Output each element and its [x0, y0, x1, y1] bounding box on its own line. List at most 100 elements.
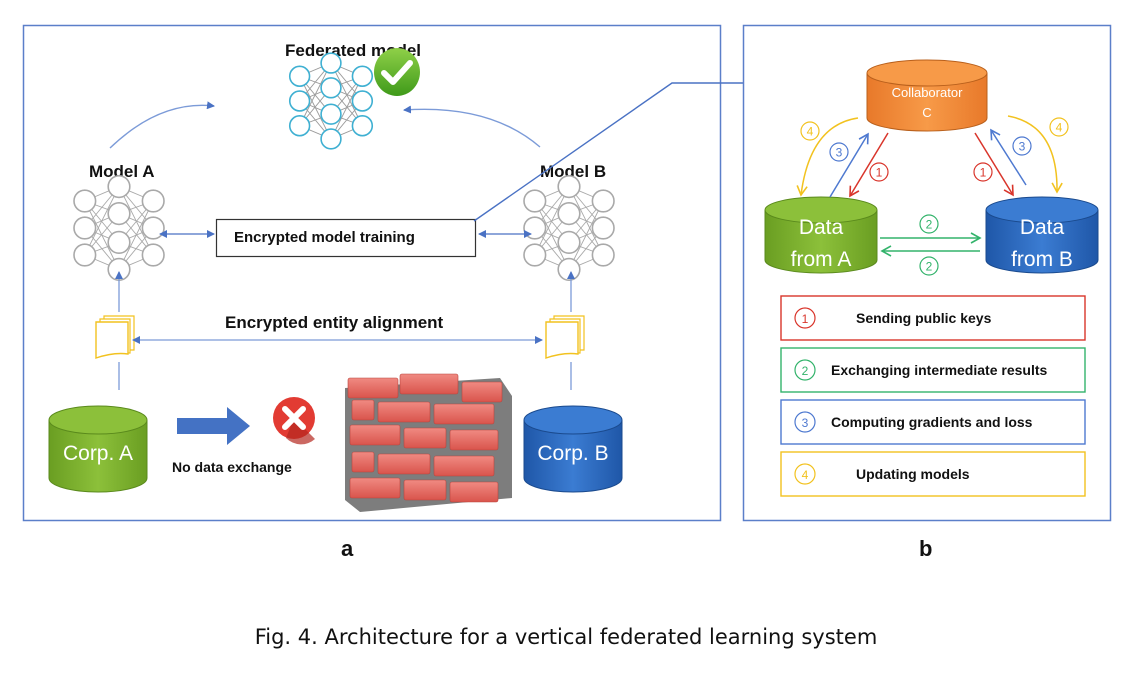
nn-node — [557, 202, 581, 226]
data-from-a-database-icon: Data from A — [764, 196, 878, 274]
brick — [461, 381, 503, 403]
zoom-connector-line — [473, 82, 743, 222]
encrypted-model-training-label: Encrypted model training — [234, 229, 415, 246]
legend-number: 3 — [802, 416, 809, 430]
svg-text:3: 3 — [1019, 140, 1026, 154]
svg-text:2: 2 — [926, 218, 933, 232]
brick — [349, 477, 401, 499]
nn-link — [118, 200, 154, 270]
step-1-arrow-right — [974, 132, 1014, 197]
nn-node — [107, 202, 131, 226]
step-4-marker-right: 4 — [1049, 117, 1069, 137]
step-3-marker-left: 3 — [829, 142, 849, 162]
brick — [377, 453, 431, 475]
federated-neural-network-icon — [288, 52, 374, 150]
collaborator-label-line1: Collaborator — [892, 85, 963, 100]
legend-number: 1 — [802, 312, 809, 326]
data-from-b-line1: Data — [1020, 216, 1065, 239]
nn-node — [320, 52, 342, 74]
nn-link — [299, 62, 332, 126]
legend-box — [780, 295, 1086, 341]
brick — [433, 455, 495, 477]
step-4-arrow-right — [1007, 115, 1063, 194]
nn-node — [523, 189, 547, 213]
model-b-neural-network-icon — [523, 175, 615, 282]
panel-b: Collaborator C Data from A Data from B 4… — [742, 24, 1112, 561]
legend-item: 1 Sending public keys — [780, 295, 1086, 341]
brick — [351, 399, 375, 421]
legend-number: 2 — [802, 364, 809, 378]
legend-number: 4 — [802, 468, 809, 482]
nn-link — [84, 186, 120, 256]
step-legend: 1 Sending public keys 2 Exchanging intermed… — [780, 295, 1086, 497]
step-3-marker-right: 3 — [1012, 136, 1032, 156]
nn-node — [320, 128, 342, 150]
nn-node — [351, 65, 374, 87]
nn-node — [73, 189, 97, 213]
svg-text:2: 2 — [926, 260, 933, 274]
nn-node — [141, 189, 165, 213]
step-2-marker-top: 2 — [919, 214, 939, 234]
nn-link — [330, 76, 363, 140]
legend-number-marker — [794, 411, 816, 433]
panel-a: Federated model Model A Model B Encrypte… — [22, 24, 743, 561]
figure-caption: Fig. 4. Architecture for a vertical fede… — [255, 625, 878, 649]
data-flow-block-arrow-icon — [177, 407, 250, 445]
data-from-b-database-icon: Data from B — [985, 196, 1099, 274]
legend-box — [780, 347, 1086, 393]
nn-node — [73, 216, 97, 240]
legend-text: Exchanging intermediate results — [831, 362, 1047, 378]
nn-node — [591, 216, 615, 240]
nn-link — [534, 186, 570, 256]
nn-node — [591, 189, 615, 213]
brick — [403, 427, 447, 449]
corp-b-database-icon: Corp. B — [523, 405, 623, 493]
legend-box — [780, 451, 1086, 497]
step-2-marker-bottom: 2 — [919, 256, 939, 276]
nn-node — [557, 175, 581, 199]
step-4-arrow-left — [796, 117, 859, 197]
step-1-marker-right: 1 — [973, 162, 993, 182]
brick — [399, 373, 459, 395]
corp-a-database-icon: Corp. A — [48, 405, 148, 493]
model-a-neural-network-icon — [73, 175, 165, 282]
model-a-to-federated-arrow — [109, 101, 215, 149]
document-stack-icon-b — [545, 315, 585, 359]
nn-node — [351, 115, 374, 137]
collaborator-c-database-icon: Collaborator C — [866, 59, 988, 132]
model-b-label: Model B — [540, 162, 606, 181]
brick — [349, 424, 401, 446]
corp-b-label: Corp. B — [537, 442, 608, 465]
nn-link — [568, 200, 604, 270]
nn-node — [288, 90, 311, 112]
nn-node — [141, 243, 165, 267]
nn-node — [523, 243, 547, 267]
nn-node — [73, 243, 97, 267]
panel-b-border — [742, 24, 1112, 522]
nn-node — [523, 216, 547, 240]
encrypted-entity-alignment-label: Encrypted entity alignment — [225, 313, 444, 332]
nn-node — [351, 90, 374, 112]
panel-a-label: a — [341, 536, 354, 561]
step-1-arrow-left — [849, 132, 889, 198]
no-data-exchange-label: No data exchange — [172, 459, 292, 475]
check-circle-icon — [374, 48, 420, 96]
nn-node — [141, 216, 165, 240]
svg-text:3: 3 — [836, 146, 843, 160]
step-4-marker-left: 4 — [800, 121, 820, 141]
nn-node — [320, 77, 342, 99]
legend-text: Sending public keys — [856, 310, 992, 326]
brick — [403, 479, 447, 501]
nn-node — [107, 175, 131, 199]
brick-wall-icon — [345, 373, 512, 512]
legend-item: 2 Exchanging intermediate results — [780, 347, 1086, 393]
model-a-label: Model A — [89, 162, 154, 181]
svg-text:1: 1 — [876, 166, 883, 180]
x-circle-icon — [273, 397, 315, 445]
panel-b-label: b — [919, 536, 932, 561]
collaborator-label-line2: C — [922, 105, 931, 120]
brick — [347, 377, 399, 399]
